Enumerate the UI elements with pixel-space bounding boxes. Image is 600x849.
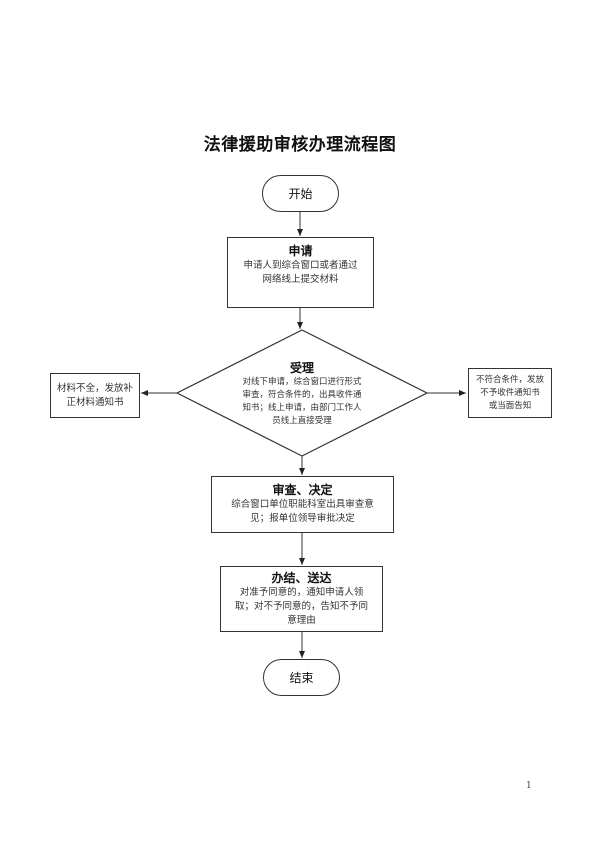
review-body-line: 见；报单位领导审批决定: [250, 513, 355, 524]
incomplete-body-line: 正材料通知书: [66, 396, 124, 408]
apply-body-line: 网络线上提交材料: [262, 274, 339, 285]
page-title: 法律援助审核办理流程图: [203, 135, 397, 155]
review-body-line: 综合窗口单位职能科室出具审查意: [231, 499, 374, 510]
complete-body-line: 对准予同意的，通知申请人领: [239, 586, 364, 598]
incomplete-materials-node: 材料不全，发放补 正材料通知书: [50, 373, 140, 418]
accept-body-line: 审查，符合条件的，出具收件通: [242, 389, 362, 400]
accept-title: 受理: [289, 360, 314, 375]
accept-body-line: 对线下申请，综合窗口进行形式: [242, 376, 362, 387]
reject-node: 不符合条件，发放 不予收件通知书 或当面告知: [468, 368, 552, 418]
complete-title: 办结、送达: [271, 570, 332, 585]
end-label: 结束: [289, 671, 314, 685]
reject-body-line: 不予收件通知书: [480, 387, 540, 398]
apply-node: 申请 申请人到综合窗口或者通过 网络线上提交材料: [227, 237, 374, 308]
incomplete-body-line: 材料不全，发放补: [56, 382, 133, 394]
start-label: 开始: [288, 187, 313, 201]
start-node: 开始: [262, 175, 339, 212]
page-number: 1: [526, 781, 532, 791]
apply-title: 申请: [288, 244, 313, 258]
review-node: 审查、决定 综合窗口单位职能科室出具审查意 见；报单位领导审批决定: [211, 476, 394, 533]
accept-body-line: 知书；线上申请，由部门工作人: [242, 402, 362, 413]
review-title: 审查、决定: [272, 483, 333, 497]
apply-body-line: 申请人到综合窗口或者通过: [243, 260, 358, 271]
accept-body-line: 员线上直接受理: [272, 415, 332, 426]
reject-body-line: 不符合条件，发放: [475, 374, 544, 385]
reject-body-line: 或当面告知: [488, 400, 532, 411]
complete-body-line: 取；对不予同意的，告知不予同: [234, 600, 368, 612]
complete-body-line: 意理由: [287, 614, 316, 626]
accept-node: 受理 对线下申请，综合窗口进行形式 审查，符合条件的，出具收件通 知书；线上申请…: [227, 359, 377, 429]
end-node: 结束: [263, 659, 340, 696]
complete-node: 办结、送达 对准予同意的，通知申请人领 取；对不予同意的，告知不予同 意理由: [220, 566, 383, 632]
